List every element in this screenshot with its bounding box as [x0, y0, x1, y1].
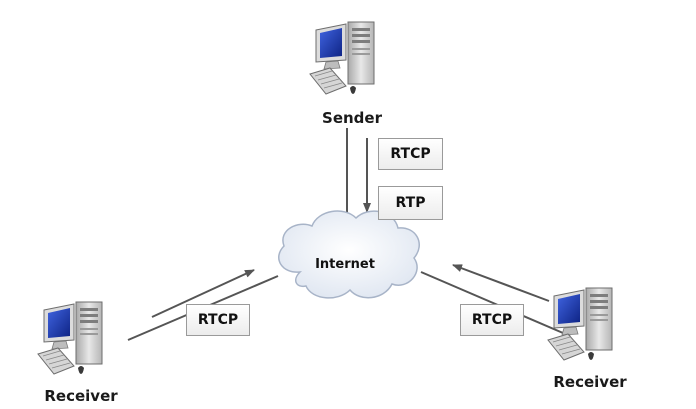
right-rtcp-arrow — [452, 264, 550, 302]
right-rtcp-box: RTCP — [460, 304, 524, 336]
left-receiver-computer-icon — [37, 301, 103, 375]
sender-rtp-box: RTP — [378, 186, 443, 220]
left-rtcp-arrow — [151, 269, 255, 318]
sender-rtcp-box: RTCP — [378, 138, 443, 170]
left-rtcp-box: RTCP — [186, 304, 250, 336]
internet-cloud — [278, 210, 420, 299]
right-receiver-computer-icon — [547, 287, 613, 361]
right-receiver-label: Receiver — [553, 373, 627, 391]
sender-label: Sender — [322, 109, 382, 127]
internet-label: Internet — [315, 257, 375, 272]
left-receiver-label: Receiver — [44, 387, 118, 405]
sender-computer-icon — [309, 21, 375, 95]
